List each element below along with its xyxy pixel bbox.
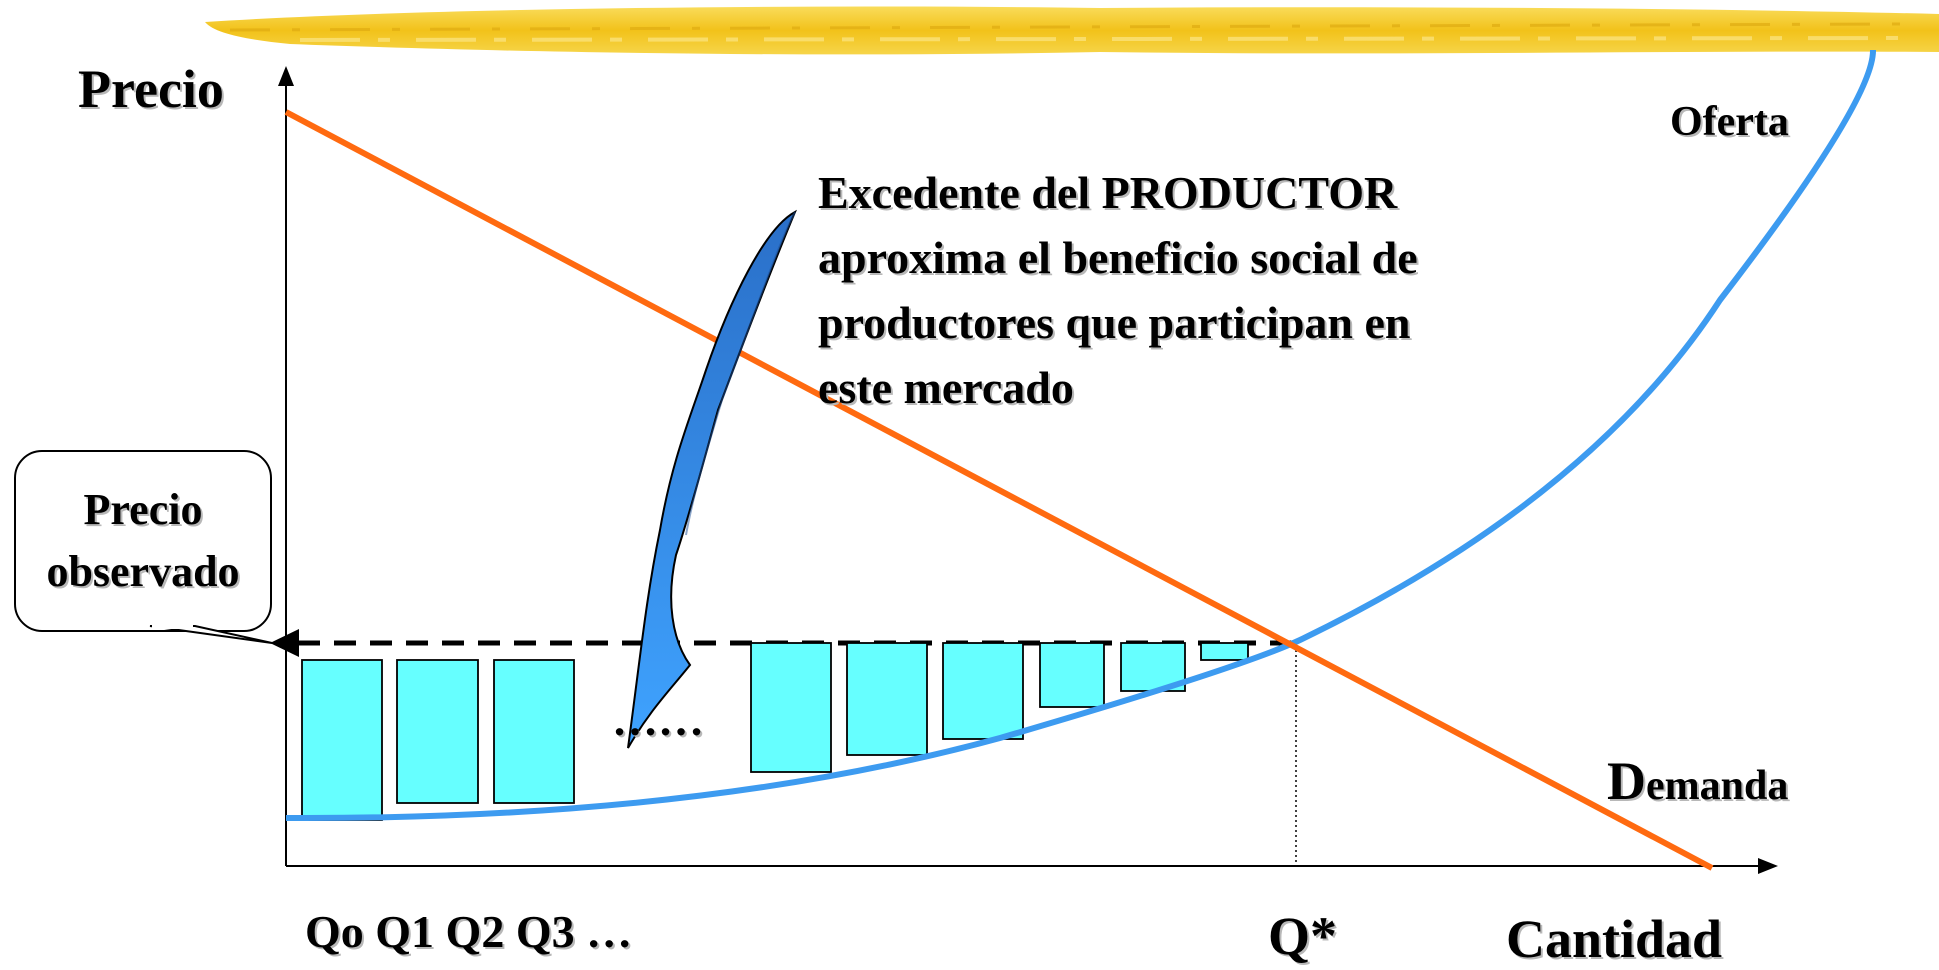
- demand-curve-label: Demanda: [1607, 750, 1788, 812]
- surplus-bar: [301, 659, 383, 821]
- note-line: productores que participan en: [818, 297, 1411, 348]
- surplus-bar: [846, 642, 928, 756]
- supply-curve-label: Oferta: [1670, 99, 1789, 145]
- supply-curve: [285, 49, 1877, 822]
- y-axis-arrowhead: [278, 66, 294, 86]
- y-axis-label: Precio: [78, 59, 224, 119]
- callout-line: Precio: [83, 485, 203, 534]
- surplus-bar: [396, 659, 479, 804]
- surplus-bar: [493, 659, 575, 804]
- surplus-bar: [942, 642, 1024, 740]
- note-line: Excedente del PRODUCTOR: [818, 167, 1398, 218]
- surplus-bar: [1039, 642, 1105, 708]
- brush-stroke-decoration: [205, 6, 1939, 55]
- x-axis-label: Cantidad: [1506, 909, 1723, 969]
- ellipsis-label: ……: [612, 694, 704, 745]
- quantity-ticks-label: Qo Q1 Q2 Q3 …: [305, 906, 633, 957]
- note-line: este mercado: [818, 362, 1074, 413]
- note-line: aproxima el beneficio social de: [818, 232, 1418, 283]
- surplus-bar: [1200, 642, 1249, 661]
- surplus-bars: [301, 642, 1249, 821]
- x-axis-arrowhead: [1758, 858, 1778, 874]
- producer-surplus-note: Excedente del PRODUCTOR aproxima el bene…: [818, 160, 1418, 420]
- equilibrium-quantity-label: Q*: [1268, 906, 1338, 966]
- demand-label-rest: emanda: [1646, 763, 1789, 809]
- surplus-bar: [750, 642, 832, 773]
- demand-curve: [284, 109, 1714, 871]
- observed-price-callout: Precio observado: [14, 450, 272, 632]
- demand-label-initial: D: [1607, 751, 1646, 811]
- arrow-inner-fold: [685, 211, 796, 536]
- axes: [278, 66, 1778, 874]
- callout-line: observado: [46, 547, 240, 596]
- observed-price-arrowhead: [270, 629, 299, 657]
